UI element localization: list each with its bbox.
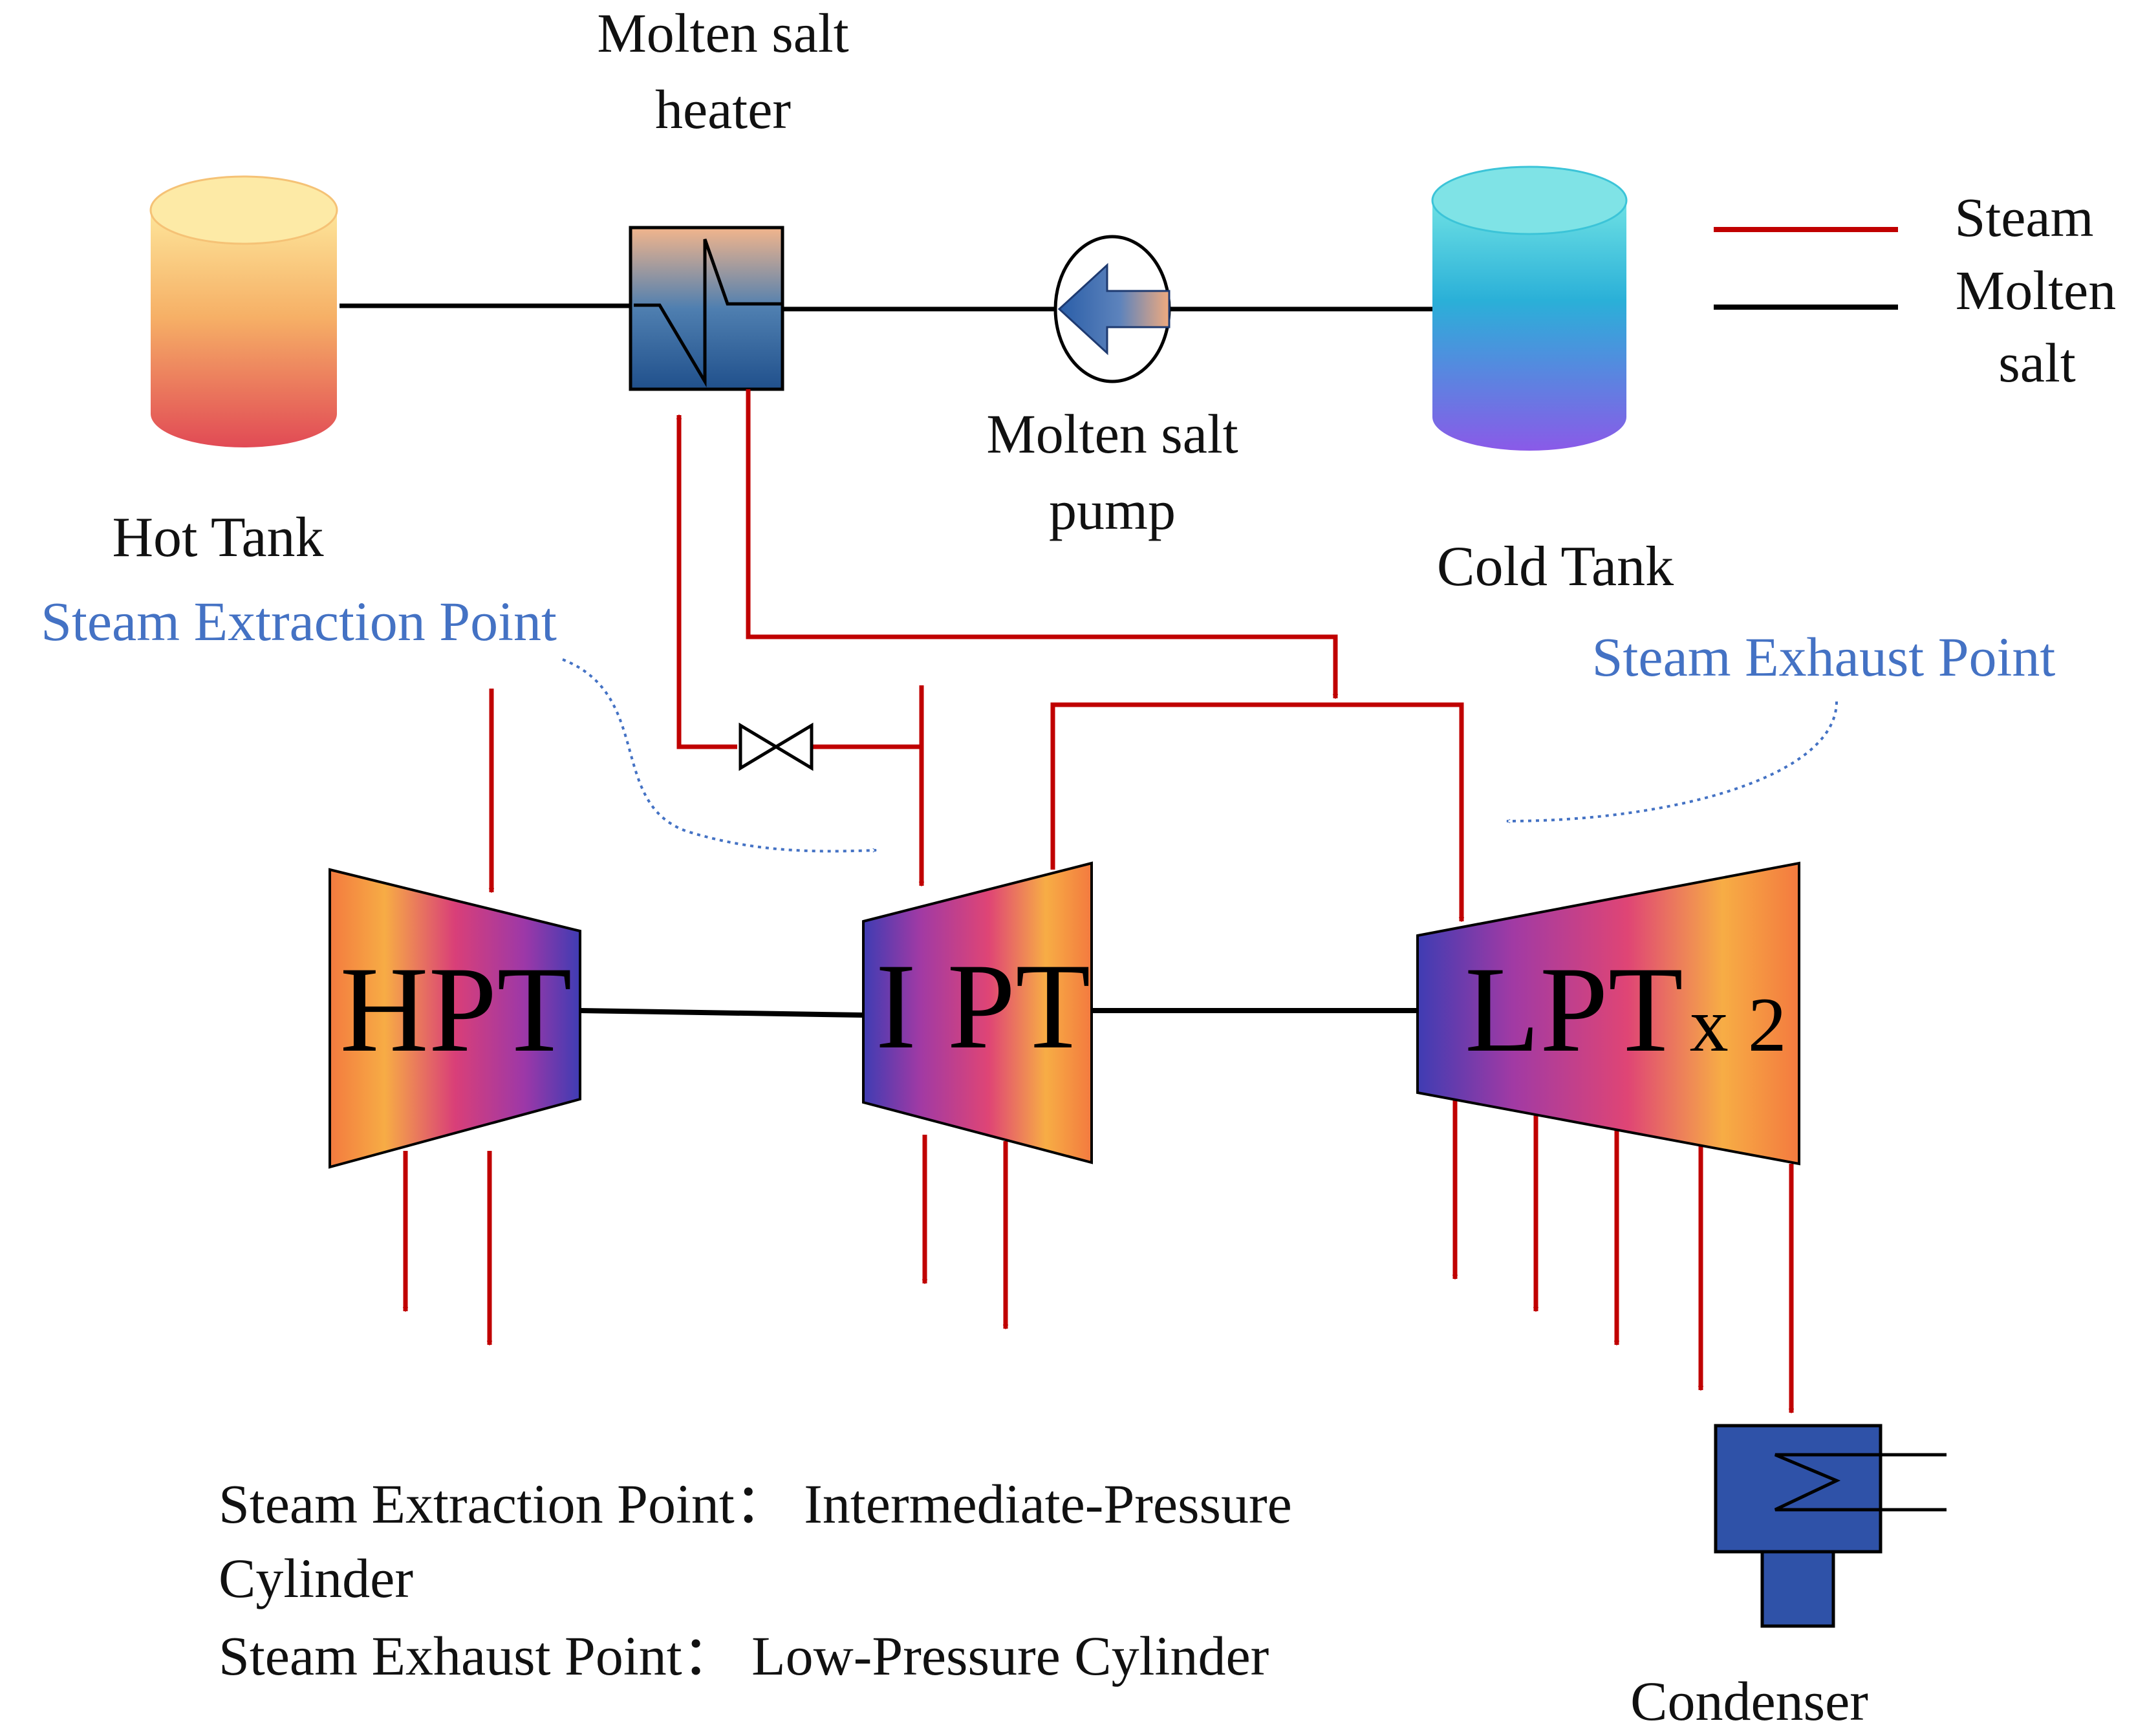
hpt-turbine (329, 868, 581, 1169)
legend-molten-label-line2: salt (1998, 332, 2076, 394)
pump-label-line2: pump (1049, 479, 1176, 541)
pump-label-line1: Molten salt (986, 403, 1238, 465)
hpt-label: HPT (340, 942, 572, 1078)
molten-salt-lines (340, 303, 1432, 312)
exhaust-point-pointer (1507, 701, 1838, 821)
heater-label-line2: heater (655, 78, 791, 140)
legend (1714, 227, 1898, 310)
note-line2: Cylinder (219, 1547, 413, 1609)
extraction-point-pointer (562, 658, 876, 853)
molten-salt-pump (1053, 235, 1171, 383)
cold-tank (1431, 166, 1628, 451)
lpt-turbine (1416, 861, 1800, 1166)
lpt-label: LPTx 2 (1465, 942, 1787, 1078)
cold-tank-label: Cold Tank (1437, 535, 1674, 598)
extraction-point-label: Steam Extraction Point (41, 590, 557, 652)
valve-icon (739, 722, 814, 771)
ipt-turbine (862, 861, 1093, 1164)
hot-tank (149, 175, 338, 447)
turbine-shaft (579, 1008, 1418, 1018)
hot-tank-label: Hot Tank (112, 506, 323, 569)
steam-lines (405, 389, 1791, 1413)
condenser-label: Condenser (1630, 1670, 1868, 1732)
legend-steam-label: Steam (1955, 186, 2094, 248)
note-line1: Steam Extraction Point： Intermediate-Pre… (219, 1473, 1292, 1535)
ipt-label: I PT (876, 939, 1091, 1075)
heater-label-line1: Molten salt (597, 2, 848, 64)
lpt-multiplier: x 2 (1690, 981, 1787, 1067)
note-line3: Steam Exhaust Point： Low-Pressure Cylind… (219, 1625, 1269, 1687)
legend-molten-label-line1: Molten (1956, 259, 2116, 321)
molten-salt-heater (629, 226, 784, 391)
condenser (1714, 1424, 1947, 1628)
exhaust-point-label: Steam Exhaust Point (1592, 626, 2056, 688)
